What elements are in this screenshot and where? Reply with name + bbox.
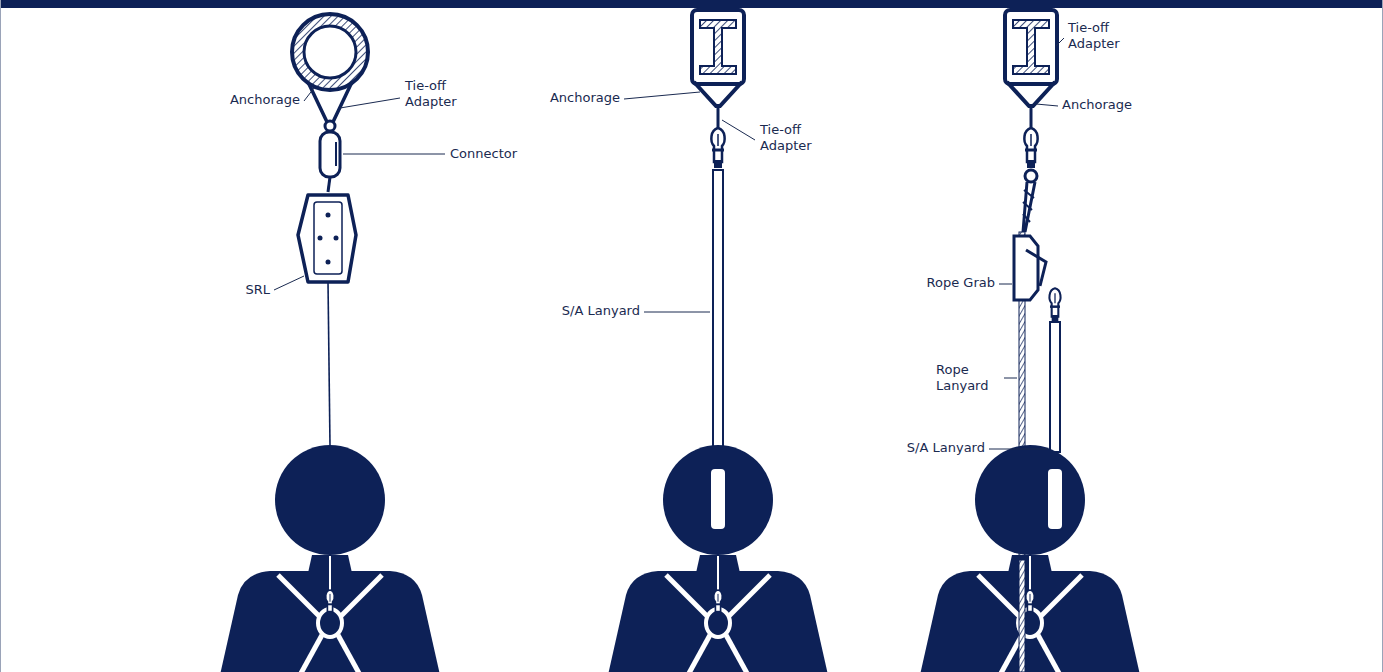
part-label: Anchorage — [1062, 97, 1132, 113]
lanyard-system — [608, 10, 828, 672]
part-label: Rope Grab — [927, 275, 995, 291]
part-label: Anchorage — [230, 92, 300, 108]
part-label: Tie-off Adapter — [405, 78, 469, 110]
part-label: S/A Lanyard — [907, 440, 985, 456]
srl-system — [220, 14, 440, 672]
leader-lines — [274, 38, 1064, 449]
part-label: S/A Lanyard — [562, 303, 640, 319]
part-label: SRL — [245, 282, 270, 298]
part-label: Connector — [450, 146, 517, 162]
part-label: Anchorage — [550, 90, 620, 106]
part-label: Rope Lanyard — [936, 362, 1000, 394]
part-label: Tie-off Adapter — [1068, 20, 1132, 52]
rope-grab-system — [920, 10, 1140, 672]
part-label: Tie-off Adapter — [760, 122, 824, 154]
